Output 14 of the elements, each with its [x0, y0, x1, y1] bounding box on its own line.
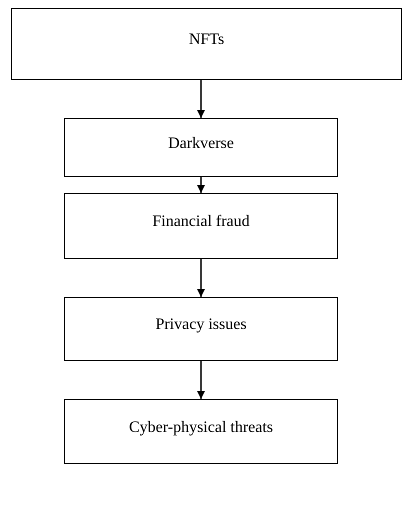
process-box	[64, 193, 338, 259]
box-label: Darkverse	[168, 134, 234, 152]
box-label: NFTs	[188, 31, 224, 49]
box-label: Financial fraud	[152, 213, 250, 231]
box-label: Cyber-physical threats	[128, 418, 274, 436]
box-label: Privacy issues	[155, 316, 247, 334]
arrow	[197, 80, 205, 118]
arrow	[197, 177, 205, 193]
arrow	[197, 259, 205, 297]
arrow	[197, 361, 205, 399]
process-box	[64, 297, 338, 361]
process-box	[11, 8, 402, 80]
process-box	[64, 399, 338, 464]
process-box	[64, 118, 338, 177]
